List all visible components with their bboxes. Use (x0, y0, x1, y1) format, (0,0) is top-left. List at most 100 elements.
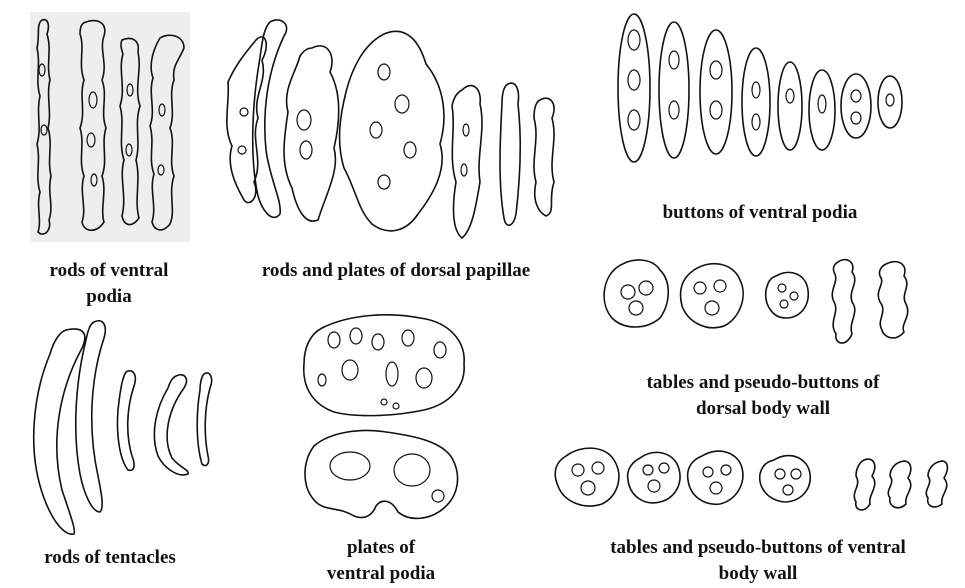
ossicle-perforation (395, 95, 409, 113)
caption-tables-dorsal-body-wall: tables and pseudo-buttons of dorsal body… (608, 370, 918, 422)
ossicle-perforation (297, 110, 311, 130)
ossicle-perforation (851, 90, 861, 102)
caption-line: rods of ventral (50, 260, 169, 281)
caption-line: dorsal body wall (696, 398, 830, 419)
buttons-of-ventral-podia-drawing (618, 14, 902, 162)
ossicle-perforation (710, 482, 722, 494)
ossicle-perforation (648, 480, 660, 492)
ossicle-table (628, 452, 680, 502)
ossicle-plate-shape (304, 315, 464, 416)
ossicle-perforation (461, 164, 467, 176)
ossicle-perforation (378, 64, 390, 80)
ossicle-table (688, 451, 743, 504)
caption-rods-and-plates-of-dorsal-papillae: rods and plates of dorsal papillae (226, 258, 566, 284)
rods-of-ventral-podia-drawing (30, 12, 190, 242)
ossicle-perforation (416, 368, 432, 388)
ossicle-perforation (434, 342, 446, 358)
ossicle-perforation (780, 300, 788, 308)
ossicle-button (841, 74, 871, 138)
ossicle-perforation (705, 301, 719, 315)
caption-line: rods and plates of dorsal papillae (262, 260, 530, 281)
caption-rods-of-tentacles: rods of tentacles (10, 545, 210, 571)
ossicle-perforation (790, 292, 798, 300)
ossicle-perforation (851, 112, 861, 124)
ossicle-pseudo-button (878, 262, 907, 338)
ossicle-perforation (350, 328, 362, 344)
ossicle-perforation (752, 114, 760, 130)
ossicle-perforation (386, 362, 398, 386)
ossicle-perforation (714, 280, 726, 292)
ossicle-perforation (394, 454, 430, 486)
ossicle-pseudo-button (854, 459, 875, 510)
ossicle-button (700, 30, 732, 154)
ossicle-button (878, 76, 902, 128)
ossicle-plate-shape (305, 431, 458, 519)
caption-line: rods of tentacles (44, 547, 176, 568)
ossicle-perforation (628, 110, 640, 130)
ossicle-perforation (328, 332, 340, 348)
caption-rods-of-ventral-podia: rods of ventral podia (24, 258, 194, 310)
ossicle-pseudo-button (832, 260, 855, 343)
caption-line: plates of (347, 537, 415, 558)
ossicle-perforation (402, 330, 414, 346)
caption-line: tables and pseudo-buttons of ventral (610, 537, 906, 558)
caption-line: tables and pseudo-buttons of (647, 372, 880, 393)
ossicle-button (659, 22, 689, 158)
ossicle-rod (534, 98, 554, 216)
caption-line: ventral podia (327, 563, 435, 584)
ossicle-rod (34, 329, 85, 534)
ossicle-table (760, 456, 810, 502)
ossicle-table (681, 264, 744, 328)
ossicle-plate-shape (340, 31, 444, 231)
caption-tables-ventral-body-wall: tables and pseudo-buttons of ventral bod… (568, 535, 948, 587)
ossicle-perforation (710, 101, 722, 119)
ossicle-perforation (659, 463, 669, 473)
ossicle-perforation (643, 465, 653, 475)
ossicle-perforation (818, 95, 826, 113)
ossicle-perforation (372, 334, 384, 350)
ossicle-perforation (628, 30, 640, 50)
ossicle-perforation (694, 282, 706, 294)
ossicle-perforation (775, 469, 785, 479)
ossicle-pseudo-button (888, 461, 911, 508)
ossicle-pseudo-button (926, 461, 947, 507)
tables-ventral-body-wall-drawing (555, 448, 947, 510)
ossicle-perforation (318, 374, 326, 386)
ossicle-rod (154, 375, 188, 475)
ossicle-table (766, 272, 809, 318)
ossicle-plate-shape (284, 46, 339, 221)
tables-dorsal-body-wall-drawing (604, 260, 908, 343)
ossicle-perforation (378, 175, 390, 189)
ossicle-perforation (432, 490, 444, 502)
ossicle-perforation (629, 301, 643, 315)
ossicle-rod (117, 371, 135, 471)
ossicle-perforation (628, 70, 640, 90)
ossicle-button (778, 62, 802, 150)
ossicle-rod (500, 83, 520, 225)
ossicle-perforation (300, 141, 312, 159)
ossicle-perforation (330, 452, 370, 480)
caption-line: buttons of ventral podia (663, 202, 858, 223)
ossicle-plate-shape (227, 37, 266, 203)
ossicle-perforation (721, 465, 731, 475)
ossicle-perforation (370, 122, 382, 138)
ossicle-perforation (393, 403, 399, 409)
ossicle-table (555, 448, 619, 506)
ossicle-plate-shape (452, 86, 482, 238)
ossicle-table (604, 260, 668, 327)
ossicle-perforation (669, 101, 679, 119)
ossicle-perforation (404, 142, 416, 158)
rods-of-tentacles-drawing (34, 321, 212, 534)
caption-buttons-of-ventral-podia: buttons of ventral podia (630, 200, 890, 226)
ossicle-perforation (581, 481, 595, 495)
ossicle-button (809, 70, 835, 150)
ossicle-perforation (783, 485, 793, 495)
plates-of-ventral-podia-drawing (304, 315, 464, 519)
ossicle-button (618, 14, 650, 162)
ossicle-perforation (342, 360, 358, 380)
ossicle-perforation (710, 61, 722, 79)
ossicle-button (742, 48, 770, 156)
ossicle-perforation (240, 108, 248, 116)
ossicle-perforation (791, 469, 801, 479)
ossicle-perforation (778, 284, 786, 292)
